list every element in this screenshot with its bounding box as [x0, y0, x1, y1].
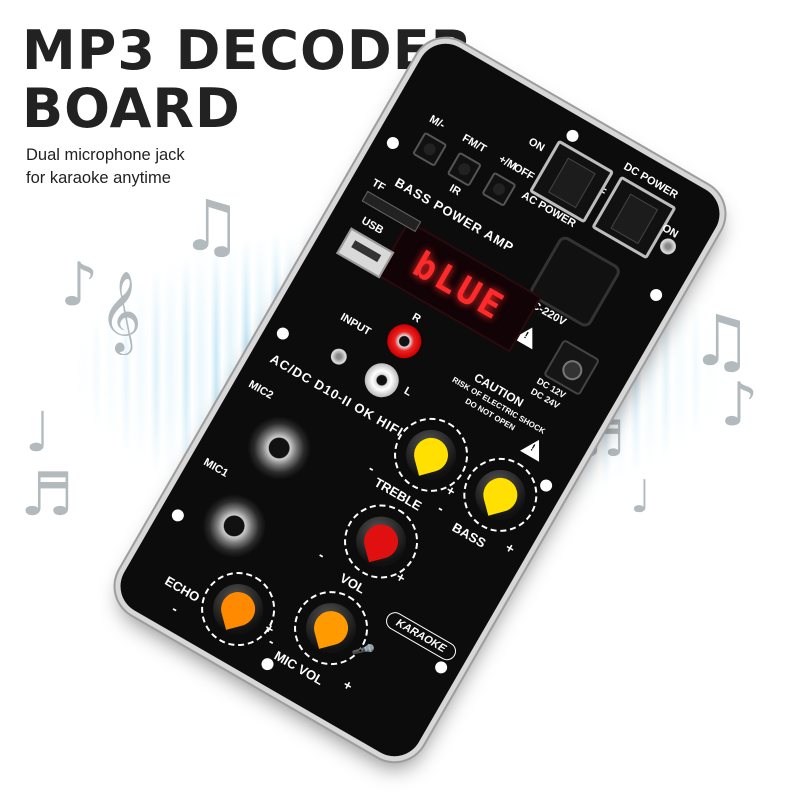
- headline-line2: BOARD: [22, 77, 241, 140]
- ir-label: IR: [447, 182, 463, 199]
- headline-line1: MP3 DECODER: [22, 19, 474, 82]
- rca-input-r[interactable]: [381, 318, 428, 365]
- ac-on-label: ON: [526, 135, 547, 155]
- subheadline-line1: Dual microphone jack: [26, 146, 185, 164]
- music-note-icon: ♩: [630, 470, 652, 523]
- treble-clef-icon: 𝄞: [100, 270, 142, 352]
- music-note-icon: ♪: [720, 370, 759, 440]
- mode-button[interactable]: [446, 151, 483, 188]
- warning-triangle-icon: !: [519, 434, 549, 462]
- mic-vol-plus: +: [340, 676, 356, 695]
- board-face: DC POWER OFF ON AC POWER ON OFF AC-220V …: [110, 34, 729, 767]
- echo-knob-label: ECHO: [162, 573, 203, 605]
- input-label: INPUT: [338, 311, 373, 339]
- mount-hole: [384, 134, 402, 152]
- music-note-icon: ♬: [20, 460, 74, 530]
- mount-hole: [647, 286, 665, 304]
- prev-button-label: M/-: [427, 113, 447, 132]
- subheadline-line2: for karaoke anytime: [26, 169, 171, 187]
- mode-button-label: FM/T: [460, 132, 489, 156]
- rca-l-label: L: [401, 384, 414, 399]
- mic1-label: MIC1: [201, 456, 231, 480]
- karaoke-badge: KARAOKE: [382, 608, 460, 664]
- music-note-icon: ♪: [60, 250, 99, 320]
- music-note-icon: ♫: [690, 300, 753, 382]
- music-note-icon: ♫: [180, 185, 243, 267]
- screw-icon: [327, 345, 350, 368]
- mount-hole: [169, 507, 187, 524]
- decoder-board: DC POWER OFF ON AC POWER ON OFF AC-220V …: [110, 33, 730, 767]
- mount-hole: [564, 127, 581, 145]
- headline: MP3 DECODER BOARD: [22, 22, 473, 138]
- echo-knob[interactable]: [187, 558, 289, 660]
- vol-minus: -: [315, 546, 328, 563]
- next-button[interactable]: [481, 171, 517, 208]
- dc-on-label: ON: [659, 222, 681, 241]
- rca-input-l[interactable]: [358, 357, 405, 404]
- bass-plus: +: [502, 538, 518, 557]
- rca-r-label: R: [409, 311, 423, 326]
- treble-minus: -: [365, 459, 378, 477]
- mount-hole: [274, 325, 292, 342]
- subheadline: Dual microphone jack for karaoke anytime: [26, 144, 246, 190]
- mic2-jack[interactable]: [235, 404, 323, 492]
- prev-button[interactable]: [411, 131, 448, 168]
- echo-minus: -: [169, 600, 182, 617]
- mic2-label: MIC2: [246, 378, 276, 402]
- mic1-jack[interactable]: [190, 482, 278, 570]
- mount-hole: [432, 659, 450, 676]
- tf-label: TF: [369, 176, 388, 195]
- music-note-icon: ♩: [25, 400, 51, 464]
